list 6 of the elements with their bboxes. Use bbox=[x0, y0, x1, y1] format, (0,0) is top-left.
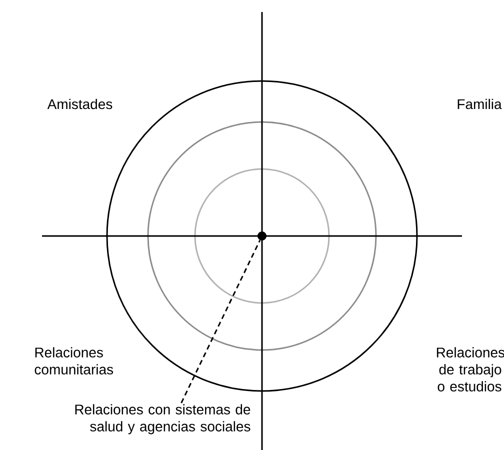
sector-label: Amistades bbox=[47, 98, 112, 110]
leader-text: Relaciones con sistemas de salud y agencias sociales bbox=[75, 404, 250, 434]
center-dot bbox=[258, 232, 266, 240]
leader-line bbox=[180, 240, 261, 404]
sector-label: Relaciones comunitarias bbox=[34, 347, 114, 374]
sector-label: Familia bbox=[458, 98, 502, 110]
